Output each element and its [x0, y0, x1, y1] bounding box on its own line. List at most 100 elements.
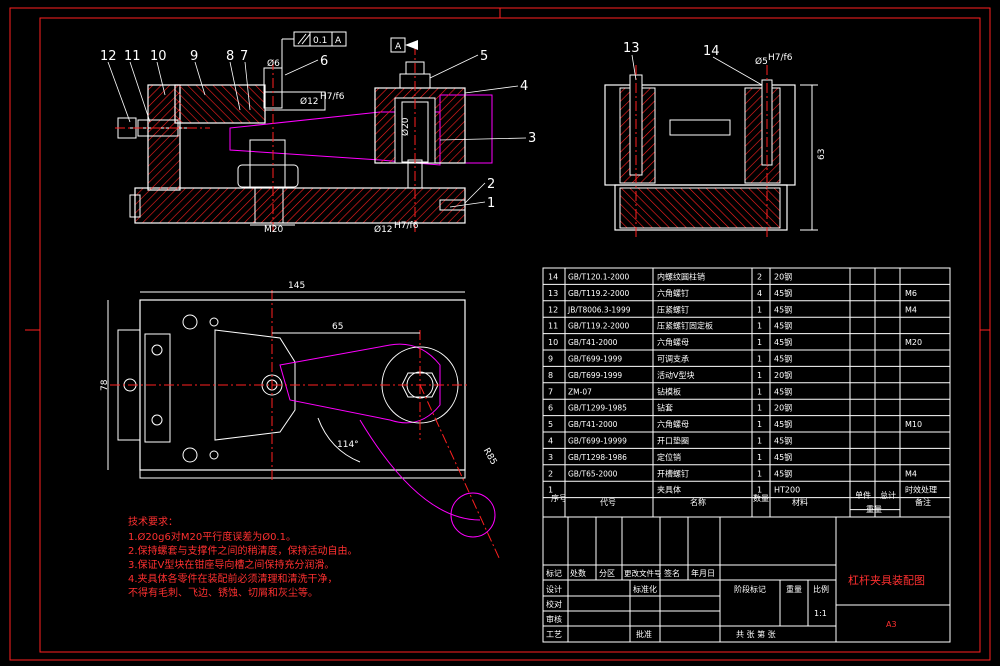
balloon-2: 2 [487, 177, 495, 192]
drill-plate [174, 84, 266, 124]
bom-cell: 1 [757, 469, 762, 478]
tb-zone: 分区 [599, 569, 615, 578]
bom-header-mat: 材料 [792, 497, 808, 507]
datum-a-callout: A [390, 37, 418, 53]
bom-header-weight: 重量 [866, 504, 882, 514]
bom-cell: 1 [757, 486, 762, 495]
bom-cell: 可调支承 [657, 354, 689, 364]
bom-cell: 1 [757, 355, 762, 364]
bom-cell: 钻模板 [657, 386, 681, 396]
bom-cell: 4 [757, 289, 762, 298]
tb-count: 处数 [570, 568, 586, 578]
bom-cell: 1 [757, 338, 762, 347]
bom-cell: 45钢 [774, 468, 792, 478]
bom-cell: 2 [548, 469, 553, 478]
bom-cell: 定位销 [657, 452, 681, 462]
bom-cell: GB/T120.1-2000 [568, 273, 630, 282]
note-4: 4.夹具体各零件在装配前必须清理和清洗干净， [128, 572, 338, 585]
bom-cell: M20 [905, 338, 922, 347]
tb-mark: 标记 [546, 568, 562, 578]
bom-cell: GB/T699-19999 [568, 437, 627, 446]
tb-change-doc: 更改文件号 [624, 568, 662, 578]
balloon-9: 9 [190, 49, 198, 64]
dim-d5: Ø5 [755, 56, 768, 67]
bom-cell: 夹具体 [657, 485, 681, 495]
bom-cell: 4 [548, 437, 553, 446]
bom-cell: 3 [548, 453, 553, 462]
bom-cell: M4 [905, 305, 917, 314]
technical-notes: 技术要求： 1.Ø20g6对M20平行度误差为Ø0.1。 2.保持螺套与支撑件之… [128, 515, 358, 599]
tb-stage-mark: 阶段标记 [734, 584, 766, 594]
bom-cell: 9 [548, 355, 553, 364]
bom-cell: 45钢 [774, 304, 792, 314]
sheet-size: A3 [886, 620, 897, 629]
bom-cell: 1 [757, 453, 762, 462]
base-body [134, 187, 466, 224]
bom-header-qty: 数量 [753, 493, 769, 503]
bom-cell: 13 [548, 289, 558, 298]
dim-d12b-fit: H7/f6 [394, 221, 419, 231]
dim-h78: 78 [100, 379, 110, 391]
bom-cell: 1 [757, 305, 762, 314]
bom-cell: 六角螺钉 [657, 288, 689, 298]
bom-cell: 45钢 [774, 436, 792, 446]
bom-cell: 2 [757, 273, 762, 282]
balloon-3: 3 [528, 131, 536, 146]
bom-cell: ZM-07 [568, 387, 592, 396]
bom-cell: 7 [548, 387, 553, 396]
bom-header-unit-weight: 单件 [855, 490, 871, 500]
flatness-datum: A [335, 36, 342, 46]
bom-cell: 6 [548, 404, 553, 413]
bom-cell: 六角螺母 [657, 337, 689, 347]
bom-cell: 14 [548, 273, 558, 282]
bom-cell: 11 [548, 322, 558, 331]
bom-cell: GB/T1298-1986 [568, 453, 627, 462]
note-3: 3.保证V型块在钳座导向槽之间保持充分润滑。 [128, 558, 334, 571]
bom-cell: 45钢 [774, 337, 792, 347]
flatness-callout: 0.1 A [281, 31, 347, 68]
bom-cell: 10 [548, 338, 558, 347]
lever-outline [279, 343, 441, 424]
bom-cell: 1 [548, 486, 553, 495]
dim-r85: R85 [481, 447, 499, 467]
bom-cell: HT200 [774, 486, 800, 495]
bom-header-code: 代号 [600, 497, 616, 507]
bom-header-name: 名称 [690, 497, 706, 507]
title-block: 标记 处数 分区 更改文件号 签名 年月日 设计 标准化 校对 审核 工艺 批准… [542, 516, 951, 643]
front-section-view [115, 45, 493, 232]
bom-cell: M6 [905, 289, 917, 298]
tb-check: 校对 [546, 599, 562, 609]
front-balloons: 12 11 10 9 8 7 6 5 4 3 2 1 [100, 49, 536, 211]
tb-std: 标准化 [633, 584, 657, 594]
bom-cell: M4 [905, 469, 917, 478]
sheet-frame [9, 7, 991, 661]
bom-cell: 开口垫圈 [657, 436, 689, 446]
bom-cell: GB/T41-2000 [568, 420, 618, 429]
dim-h63: 63 [817, 149, 827, 160]
dim-d20: Ø20 [400, 117, 411, 136]
tb-design: 设计 [546, 584, 562, 594]
tb-date: 年月日 [691, 568, 715, 578]
bom-cell: GB/T65-2000 [568, 469, 618, 478]
tb-weight: 重量 [786, 584, 802, 594]
adjustable-support [249, 139, 286, 189]
bom-cell: 12 [548, 305, 558, 314]
bom-cell: GB/T699-1999 [568, 355, 622, 364]
tb-process: 工艺 [546, 630, 562, 639]
note-1: 1.Ø20g6对M20平行度误差为Ø0.1。 [128, 530, 296, 543]
bom-cell: 1 [757, 420, 762, 429]
balloon-14: 14 [703, 44, 720, 59]
bom-cell: 活动V型块 [657, 370, 694, 380]
dim-m20: M20 [264, 225, 283, 235]
dim-a114: 114° [337, 440, 359, 450]
bom-cell: 压紧螺钉固定板 [657, 321, 713, 331]
bom-cell: GB/T119.2-2000 [568, 322, 630, 331]
bom-cell: GB/T41-2000 [568, 338, 618, 347]
side-view: 63 Ø5 H7/f6 13 14 [604, 41, 827, 238]
bom-cell: 45钢 [774, 288, 792, 298]
bom-cell: 8 [548, 371, 553, 380]
tb-sign: 签名 [664, 568, 680, 578]
bom-cell: 开槽螺钉 [657, 468, 689, 478]
bom-cell: 45钢 [774, 452, 792, 462]
